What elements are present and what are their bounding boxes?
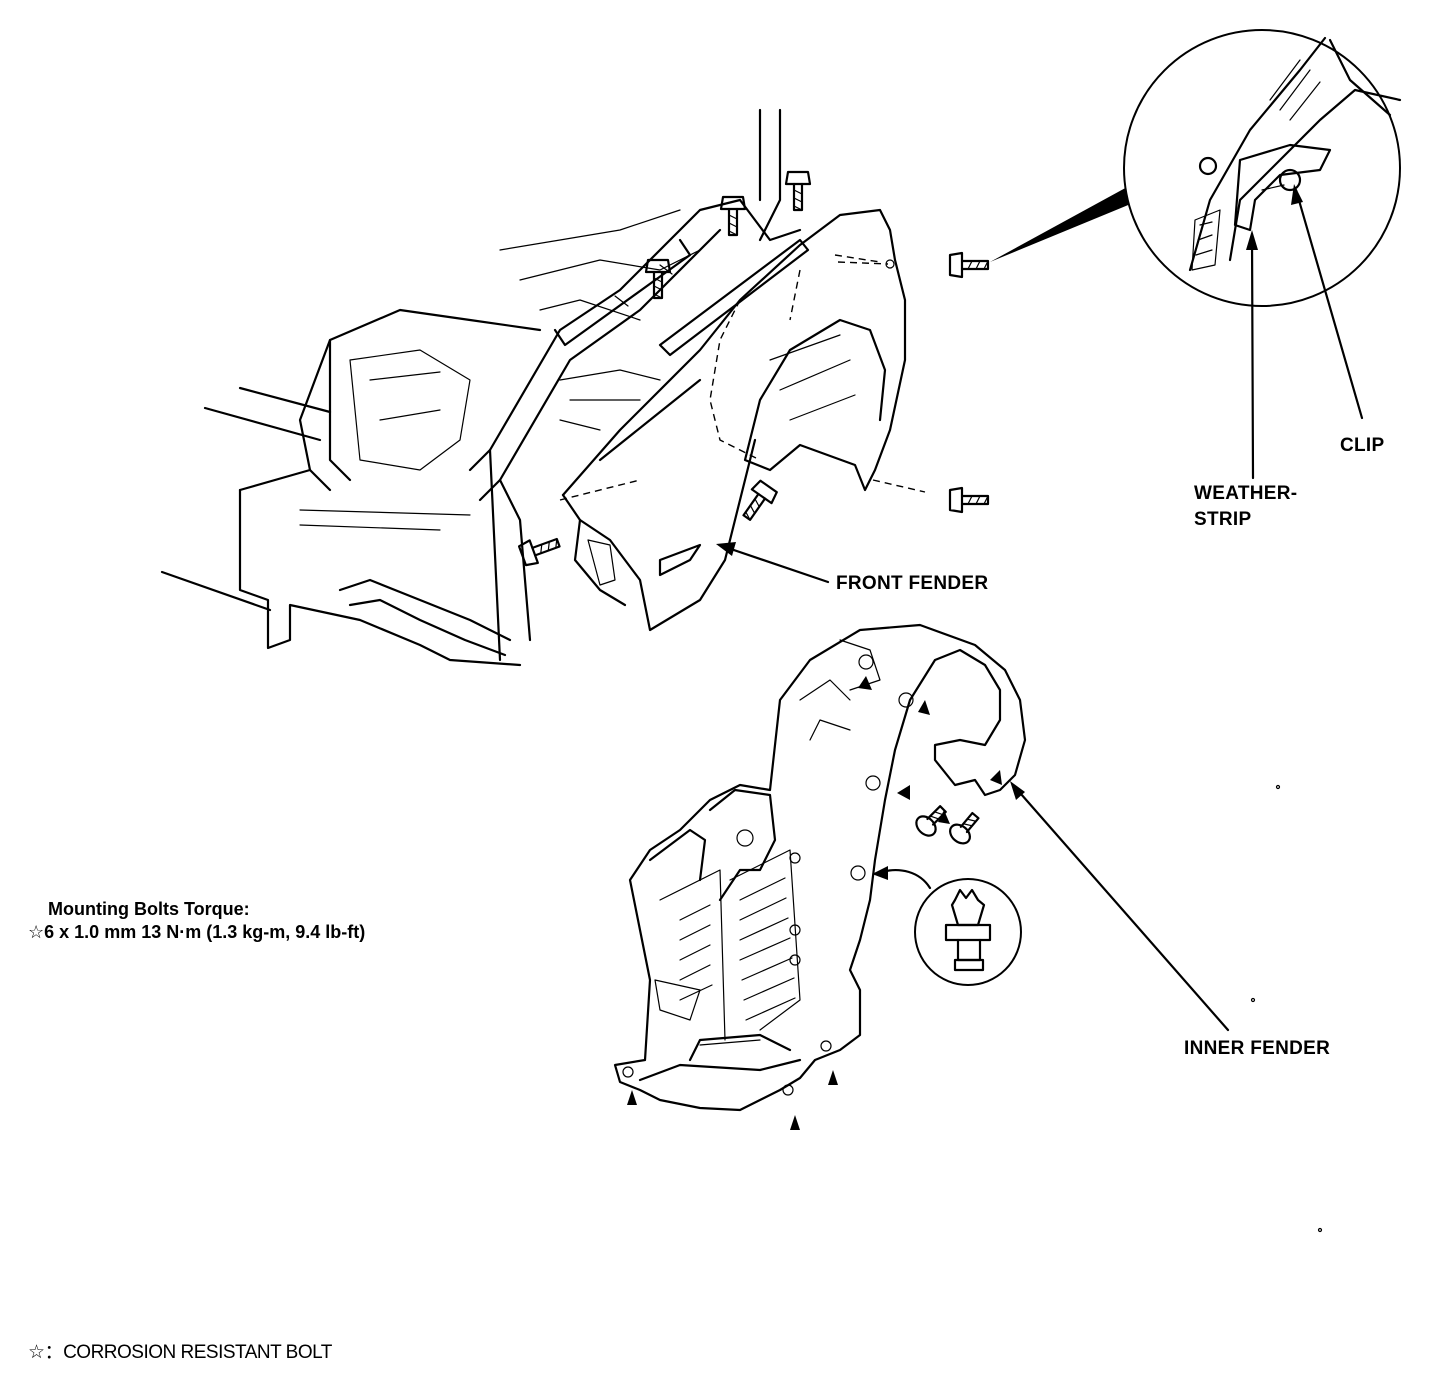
inner-fender-label: INNER FENDER	[1184, 1038, 1331, 1059]
torque-title: Mounting Bolts Torque:	[48, 899, 250, 919]
legend-text: CORROSION RESISTANT BOLT	[63, 1342, 332, 1363]
clip-detail-callout	[872, 866, 1022, 986]
clip-label: CLIP	[1340, 435, 1385, 456]
bolt-icon	[948, 486, 990, 514]
bolt-icon	[517, 537, 561, 567]
bolt-icon	[784, 170, 812, 212]
weatherstrip-label-line2: STRIP	[1194, 509, 1252, 530]
legend-separator: ：	[44, 1342, 64, 1363]
inner-fender-part	[613, 623, 1027, 1130]
bolt-icon	[719, 195, 747, 237]
weatherstrip-label: WEATHER- STRIP	[1194, 481, 1297, 533]
front-fender-label: FRONT FENDER	[836, 573, 989, 594]
fender-mounting-bolts	[517, 170, 990, 567]
front-fender-part	[559, 208, 907, 632]
star-icon: ☆	[28, 922, 45, 942]
bolt-icon	[644, 258, 672, 300]
star-icon: ☆	[28, 1342, 45, 1363]
weatherstrip-label-line1: WEATHER-	[1194, 483, 1298, 504]
torque-specification: Mounting Bolts Torque: ☆6 x 1.0 mm 13 N·…	[28, 898, 365, 944]
leader-lines	[716, 184, 1364, 1032]
torque-value: 6 x 1.0 mm 13 N·m (1.3 kg-m, 9.4 lb-ft)	[44, 922, 366, 942]
bolt-icon	[948, 251, 990, 279]
torque-value-line: ☆6 x 1.0 mm 13 N·m (1.3 kg-m, 9.4 lb-ft)	[28, 921, 365, 944]
bolt-icon	[742, 479, 778, 521]
screw-icon	[949, 811, 980, 845]
screw-icon	[915, 805, 947, 837]
symbol-legend: ☆：CORROSION RESISTANT BOLT	[28, 1340, 332, 1366]
vehicle-body-illustration	[160, 108, 802, 667]
weatherstrip-detail-callout	[990, 29, 1402, 307]
